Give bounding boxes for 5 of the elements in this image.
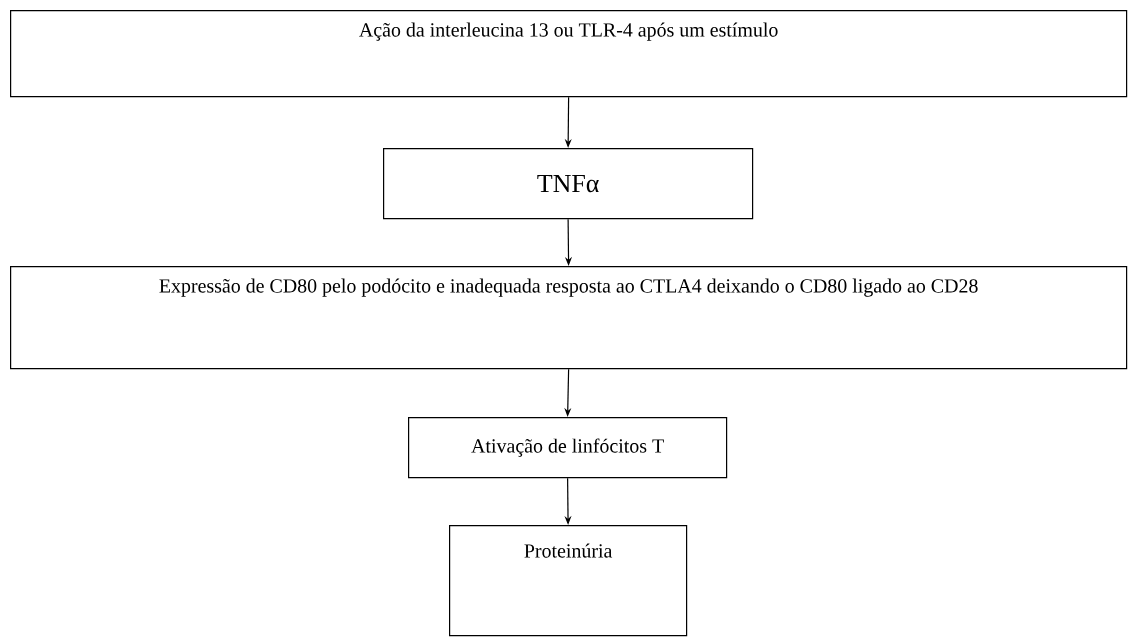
process-box: Proteinúria [449, 525, 688, 637]
process-box: Expressão de CD80 pelo podócito e inadequada resposta ao CTLA4 deixando o CD80 ligado ao CD28 [10, 266, 1128, 370]
process-box: Ação da interleucina 13 ou TLR-4 após um estímulo [10, 10, 1128, 98]
process-box: TNFα [383, 148, 754, 220]
process-box: Ativação de linfócitos T [408, 417, 728, 479]
